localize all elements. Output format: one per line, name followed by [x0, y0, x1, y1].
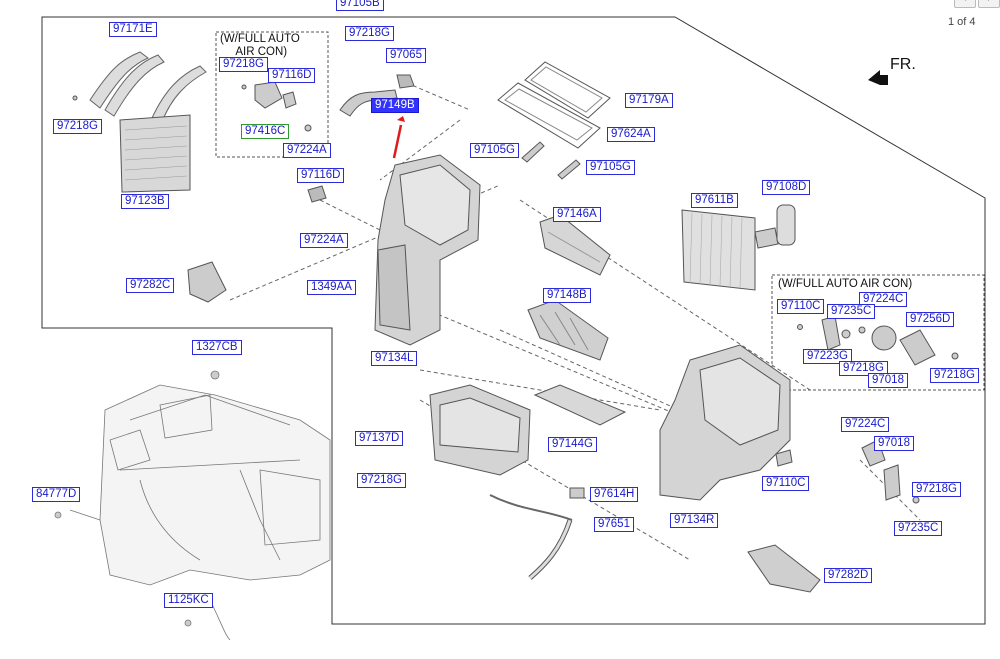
part-label-97611B[interactable]: 97611B [691, 193, 738, 208]
hvac-assembly-overview [54, 370, 331, 641]
prev-page-button[interactable]: ‹ [954, 0, 976, 8]
part-label-97148B[interactable]: 97148B [543, 288, 591, 303]
part-label-97065[interactable]: 97065 [386, 48, 426, 63]
part-label-97110C[interactable]: 97110C [777, 299, 825, 314]
door-97144G [533, 384, 627, 426]
seal-strips [521, 141, 581, 180]
mode-actuator-97282C [187, 261, 227, 303]
wire-harness [489, 494, 573, 521]
auto-aircon-frame-top [215, 31, 329, 158]
part-label-97116D[interactable]: 97116D [297, 168, 345, 183]
part-label-97224C[interactable]: 97224C [859, 292, 908, 307]
actuator-97116D [307, 185, 327, 203]
seal-97108D [776, 204, 796, 246]
front-direction-label: FR. [890, 56, 916, 73]
part-label-97108D[interactable]: 97108D [762, 180, 811, 195]
part-label-97110C[interactable]: 97110C [762, 476, 810, 491]
main-frame [41, 16, 986, 625]
part-label-97218G[interactable]: 97218G [839, 361, 888, 376]
part-label-1125KC[interactable]: 1125KC [164, 593, 213, 608]
auto-aircon-note-right: (W/FULL AUTO AIR CON) [778, 278, 913, 290]
front-direction-arrow-icon [868, 70, 888, 85]
door-97148B [527, 299, 609, 361]
evaporator-core [681, 209, 779, 291]
part-label-97624A[interactable]: 97624A [607, 127, 655, 142]
part-label-97179A[interactable]: 97179A [625, 93, 673, 108]
part-label-97224A[interactable]: 97224A [283, 143, 331, 158]
next-page-button[interactable]: › [978, 0, 1000, 8]
part-label-97171E[interactable]: 97171E [109, 22, 157, 37]
part-label-97235C[interactable]: 97235C [827, 304, 876, 319]
drain-hose-97651 [528, 519, 573, 580]
auto-aircon-small-parts [775, 315, 959, 504]
connector-97614H [569, 487, 585, 499]
part-label-97144G[interactable]: 97144G [548, 437, 597, 452]
part-label-97224A[interactable]: 97224A [300, 233, 348, 248]
part-label-97651[interactable]: 97651 [594, 517, 634, 532]
part-label-97105B[interactable]: 97105B [336, 0, 384, 11]
auto-aircon-note-top: (W/FULL AUTO AIR CON) [220, 33, 300, 58]
part-label-1349AA[interactable]: 1349AA [307, 280, 356, 295]
part-label-97146A[interactable]: 97146A [553, 207, 601, 222]
door-97146A [539, 214, 611, 276]
part-label-97218G[interactable]: 97218G [357, 473, 406, 488]
heater-case-left [374, 154, 481, 346]
lower-case-97137D [429, 384, 531, 476]
sensor-97065 [396, 74, 415, 89]
duct-97282D [747, 544, 821, 593]
part-label-97224C[interactable]: 97224C [841, 417, 890, 432]
part-label-97018[interactable]: 97018 [868, 373, 908, 388]
part-label-84777D[interactable]: 84777D [32, 487, 81, 502]
part-label-97256D[interactable]: 97256D [906, 312, 955, 327]
part-label-97218G[interactable]: 97218G [345, 26, 394, 41]
part-label-97123B[interactable]: 97123B [121, 194, 169, 209]
part-label-97134R[interactable]: 97134R [670, 513, 719, 528]
heater-pipes [89, 51, 207, 123]
pointer-arrow-icon [392, 116, 405, 159]
part-label-97134L[interactable]: 97134L [371, 351, 418, 366]
part-label-97018[interactable]: 97018 [874, 436, 914, 451]
part-label-97105G[interactable]: 97105G [586, 160, 635, 175]
part-label-97282C[interactable]: 97282C [126, 278, 175, 293]
part-label-97105G[interactable]: 97105G [470, 143, 519, 158]
part-label-97218G[interactable]: 97218G [930, 368, 979, 383]
part-label-97149B-selected[interactable]: 97149B [371, 98, 419, 113]
part-label-97235C[interactable]: 97235C [894, 521, 943, 536]
part-label-97218G[interactable]: 97218G [53, 119, 102, 134]
auto-aircon-frame-right [771, 274, 985, 391]
part-label-97116D[interactable]: 97116D [268, 68, 316, 83]
part-label-97282D[interactable]: 97282D [824, 568, 873, 583]
part-label-97218G[interactable]: 97218G [219, 57, 268, 72]
part-label-97416C[interactable]: 97416C [241, 124, 290, 139]
part-label-97218G[interactable]: 97218G [912, 482, 961, 497]
heater-case-right [659, 344, 791, 501]
filter-frames [497, 61, 611, 149]
part-label-97614H[interactable]: 97614H [590, 487, 639, 502]
part-label-1327CB[interactable]: 1327CB [192, 340, 242, 355]
part-label-97223G[interactable]: 97223G [803, 349, 852, 364]
part-label-97137D[interactable]: 97137D [355, 431, 404, 446]
heater-core [119, 114, 191, 193]
page-indicator: 1 of 4 [948, 16, 976, 28]
